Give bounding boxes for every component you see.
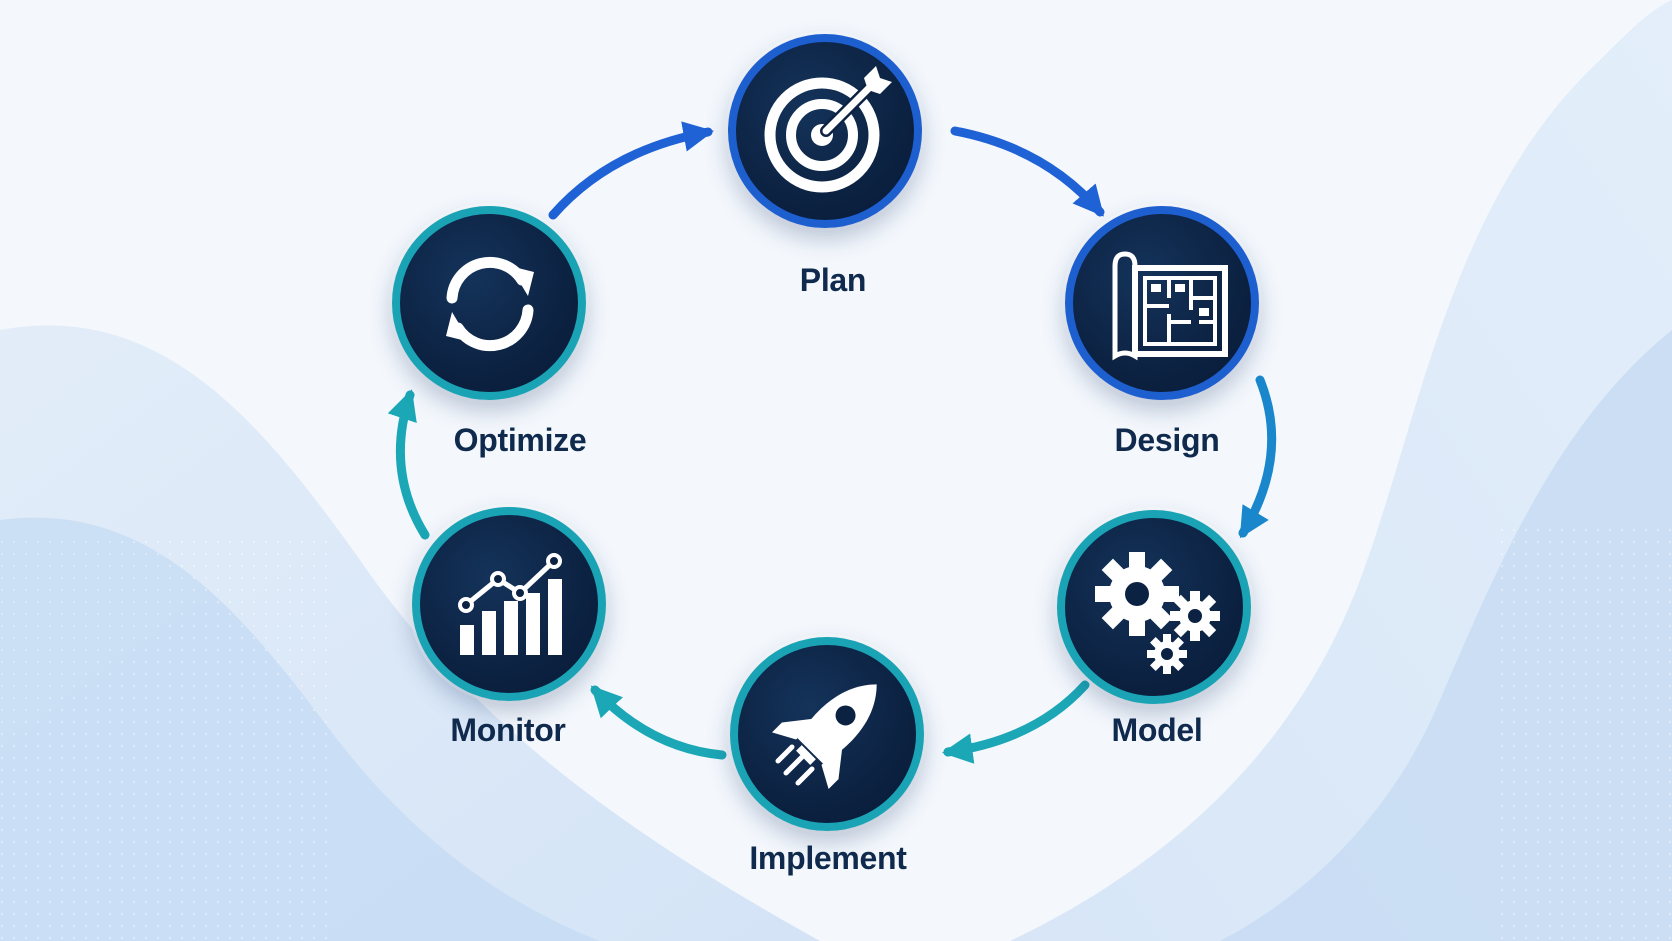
step-design: [1065, 206, 1259, 400]
step-label-model: Model: [1111, 712, 1203, 748]
arrow-plan-to-design: [950, 126, 1105, 217]
arrow-implement-to-monitor: [590, 685, 727, 760]
chart-icon: [458, 553, 562, 655]
step-implement: [730, 637, 924, 831]
step-plan: [728, 34, 922, 228]
step-label-implement: Implement: [749, 840, 907, 876]
blueprint-icon: [1112, 251, 1228, 361]
arrow-design-to-model: [1238, 375, 1277, 539]
arrow-optimize-to-plan: [548, 121, 715, 220]
refresh-icon: [446, 256, 534, 352]
step-optimize: [392, 206, 586, 400]
arrow-model-to-implement: [941, 680, 1090, 764]
step-monitor: [412, 507, 606, 701]
rocket-icon: [772, 684, 877, 789]
step-label-monitor: Monitor: [450, 712, 566, 748]
step-label-plan: Plan: [799, 262, 867, 298]
step-model: [1057, 510, 1251, 704]
gears-icon: [1095, 552, 1220, 674]
step-label-design: Design: [1114, 422, 1220, 458]
target-icon: [764, 66, 892, 193]
step-label-optimize: Optimize: [453, 422, 587, 458]
arrow-monitor-to-optimize: [387, 389, 430, 540]
